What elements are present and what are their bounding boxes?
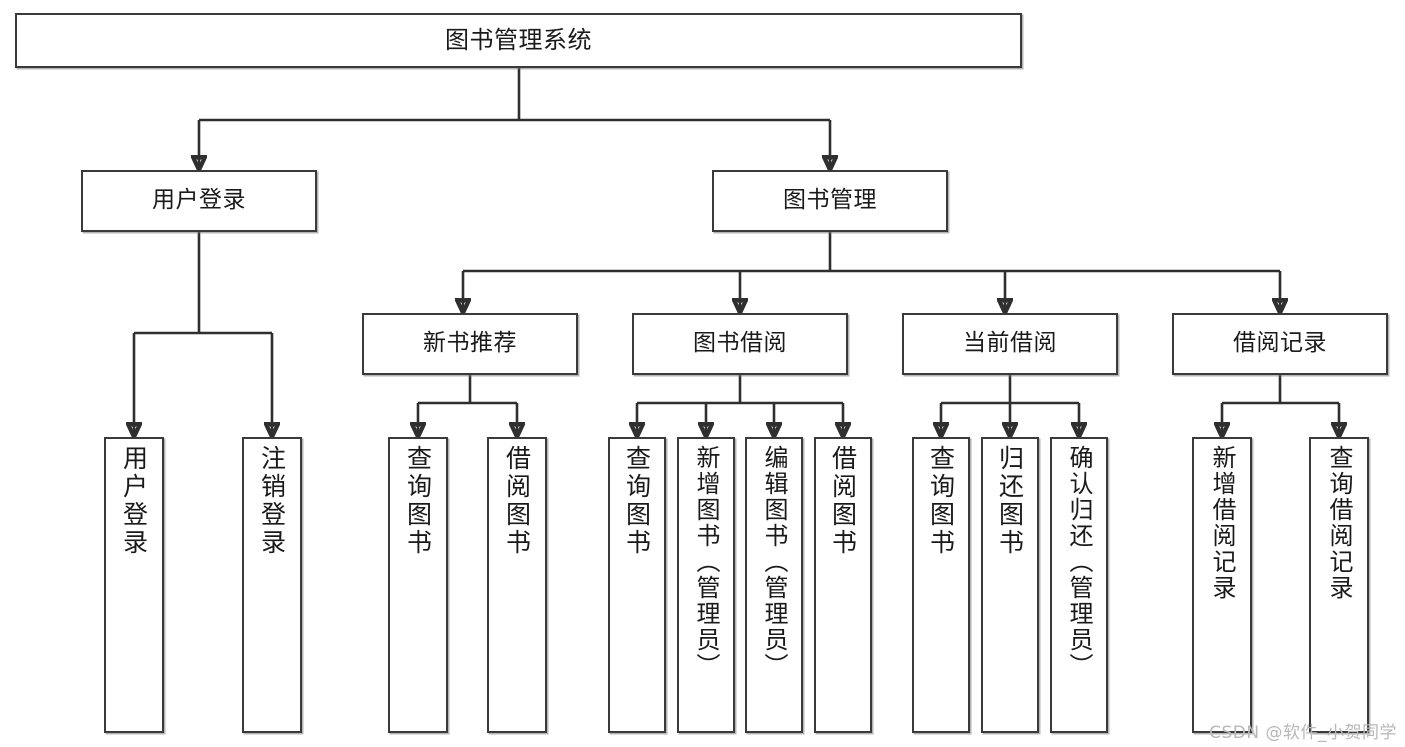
node-label: 编辑图书（管理员） — [760, 445, 788, 679]
node-label: 图书管理 — [783, 187, 877, 214]
node-label: 当前借阅 — [963, 330, 1057, 357]
node-label: 用户登录 — [152, 187, 246, 214]
node-leaf-confirm-return-admin[interactable]: 确认归还（管理员） — [1050, 437, 1108, 733]
node-label: 新书推荐 — [423, 330, 517, 357]
node-label: 确认归还（管理员） — [1065, 445, 1093, 679]
node-label: 新增借阅记录 — [1208, 445, 1236, 601]
node-label: 查询图书 — [926, 445, 956, 557]
node-leaf-edit-book-admin[interactable]: 编辑图书（管理员） — [745, 437, 803, 733]
node-root-library-system[interactable]: 图书管理系统 — [15, 13, 1022, 68]
node-label: 借阅图书 — [828, 445, 858, 557]
node-leaf-query-book-borrow[interactable]: 查询图书 — [608, 437, 666, 733]
node-leaf-user-login[interactable]: 用户登录 — [104, 437, 164, 733]
node-user-login[interactable]: 用户登录 — [81, 170, 317, 232]
node-book-management[interactable]: 图书管理 — [712, 170, 948, 232]
node-leaf-borrow-book-recommend[interactable]: 借阅图书 — [487, 437, 547, 733]
node-label: 用户登录 — [119, 445, 149, 557]
node-leaf-query-book-current[interactable]: 查询图书 — [912, 437, 970, 733]
node-current-borrow[interactable]: 当前借阅 — [902, 313, 1118, 375]
node-leaf-borrow-book[interactable]: 借阅图书 — [814, 437, 872, 733]
node-book-borrow[interactable]: 图书借阅 — [632, 313, 848, 375]
node-label: 新增图书（管理员） — [692, 445, 720, 679]
node-label: 查询借阅记录 — [1325, 445, 1353, 601]
node-label: 查询图书 — [403, 445, 433, 557]
node-label: 注销登录 — [257, 445, 287, 557]
node-label: 图书管理系统 — [445, 26, 592, 55]
node-leaf-query-borrow-record[interactable]: 查询借阅记录 — [1309, 437, 1369, 733]
node-label: 借阅记录 — [1233, 330, 1327, 357]
node-label: 归还图书 — [995, 445, 1025, 557]
node-leaf-add-borrow-record[interactable]: 新增借阅记录 — [1192, 437, 1252, 733]
node-label: 查询图书 — [622, 445, 652, 557]
node-borrow-record[interactable]: 借阅记录 — [1172, 313, 1388, 375]
node-leaf-add-book-admin[interactable]: 新增图书（管理员） — [677, 437, 735, 733]
node-new-book-recommend[interactable]: 新书推荐 — [362, 313, 578, 375]
node-leaf-return-book[interactable]: 归还图书 — [981, 437, 1039, 733]
node-label: 借阅图书 — [502, 445, 532, 557]
node-label: 图书借阅 — [693, 330, 787, 357]
node-leaf-logout[interactable]: 注销登录 — [242, 437, 302, 733]
node-leaf-query-book-recommend[interactable]: 查询图书 — [388, 437, 448, 733]
